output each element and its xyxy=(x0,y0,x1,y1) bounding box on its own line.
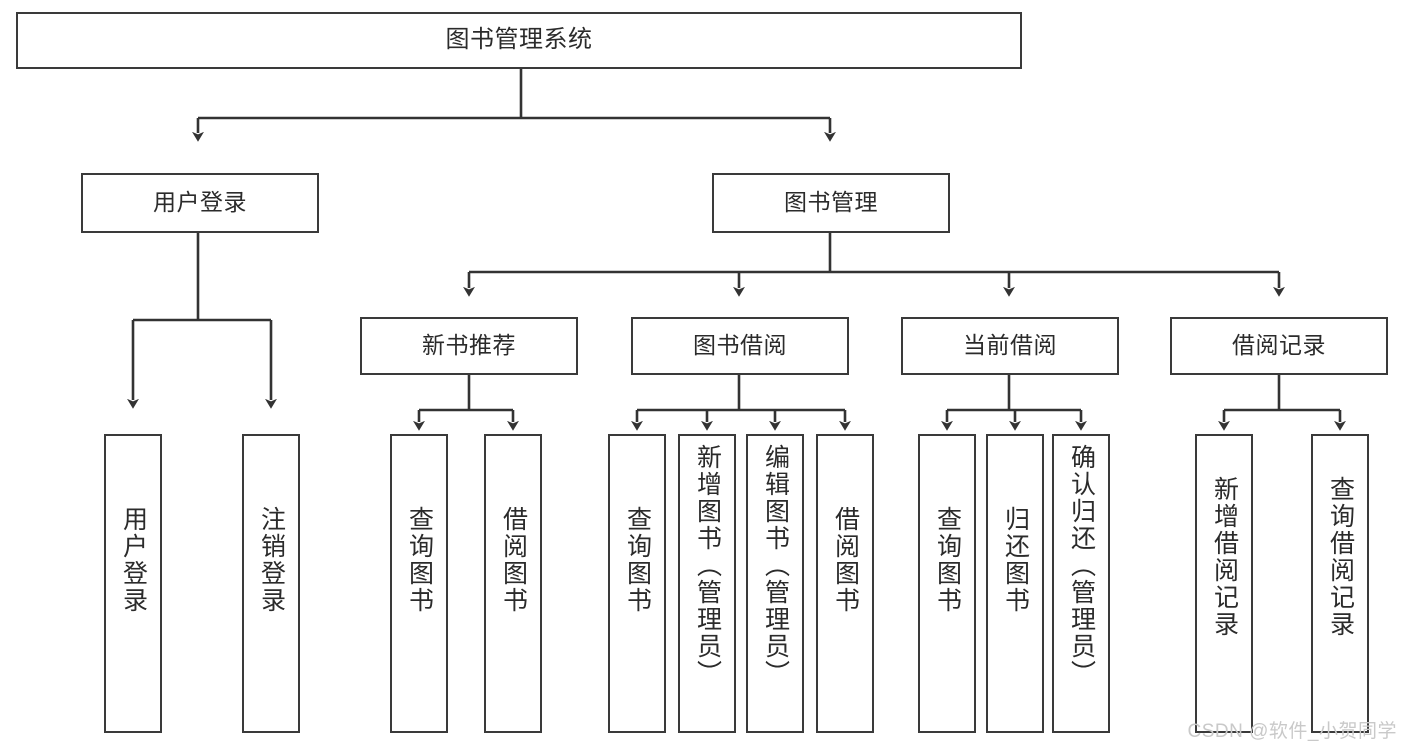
leaf-user-login-label: 用户登录 xyxy=(119,506,148,614)
leaf-confirm-return-label: 确认归还（管理员） xyxy=(1067,444,1096,687)
leaf-user-login[interactable]: 用户登录 xyxy=(104,434,162,733)
node-root[interactable]: 图书管理系统 xyxy=(16,12,1022,69)
leaf-return-book-label: 归还图书 xyxy=(1001,506,1030,614)
node-borrow-record[interactable]: 借阅记录 xyxy=(1170,317,1388,375)
leaf-edit-book[interactable]: 编辑图书（管理员） xyxy=(746,434,804,733)
node-borrow-record-label: 借阅记录 xyxy=(1232,332,1326,359)
csdn-watermark: CSDN @软件_小贺同学 xyxy=(1187,721,1397,742)
leaf-return-book[interactable]: 归还图书 xyxy=(986,434,1044,733)
leaf-borrow-book-1[interactable]: 借阅图书 xyxy=(484,434,542,733)
leaf-query-book-2[interactable]: 查询图书 xyxy=(608,434,666,733)
node-book-manage[interactable]: 图书管理 xyxy=(712,173,950,233)
node-new-book-recommend-label: 新书推荐 xyxy=(422,332,516,359)
leaf-add-book-label: 新增图书（管理员） xyxy=(693,444,722,687)
leaf-add-record-label: 新增借阅记录 xyxy=(1210,476,1239,638)
leaf-query-record-label: 查询借阅记录 xyxy=(1326,476,1355,638)
leaf-add-book[interactable]: 新增图书（管理员） xyxy=(678,434,736,733)
node-user-login-label: 用户登录 xyxy=(153,189,247,216)
leaf-query-book-1-label: 查询图书 xyxy=(405,506,434,614)
leaf-query-book-2-label: 查询图书 xyxy=(623,506,652,614)
node-new-book-recommend[interactable]: 新书推荐 xyxy=(360,317,578,375)
node-book-borrow[interactable]: 图书借阅 xyxy=(631,317,849,375)
leaf-logout-login-label: 注销登录 xyxy=(257,506,286,614)
leaf-query-book-1[interactable]: 查询图书 xyxy=(390,434,448,733)
node-book-borrow-label: 图书借阅 xyxy=(693,332,787,359)
leaf-borrow-book-1-label: 借阅图书 xyxy=(499,506,528,614)
leaf-query-book-3-label: 查询图书 xyxy=(933,506,962,614)
leaf-query-record[interactable]: 查询借阅记录 xyxy=(1311,434,1369,733)
node-current-borrow[interactable]: 当前借阅 xyxy=(901,317,1119,375)
leaf-borrow-book-2-label: 借阅图书 xyxy=(831,506,860,614)
leaf-query-book-3[interactable]: 查询图书 xyxy=(918,434,976,733)
node-user-login[interactable]: 用户登录 xyxy=(81,173,319,233)
leaf-logout-login[interactable]: 注销登录 xyxy=(242,434,300,733)
leaf-add-record[interactable]: 新增借阅记录 xyxy=(1195,434,1253,733)
node-current-borrow-label: 当前借阅 xyxy=(963,332,1057,359)
leaf-edit-book-label: 编辑图书（管理员） xyxy=(761,444,790,687)
node-book-manage-label: 图书管理 xyxy=(784,189,878,216)
leaf-borrow-book-2[interactable]: 借阅图书 xyxy=(816,434,874,733)
leaf-confirm-return[interactable]: 确认归还（管理员） xyxy=(1052,434,1110,733)
node-root-label: 图书管理系统 xyxy=(445,26,593,54)
